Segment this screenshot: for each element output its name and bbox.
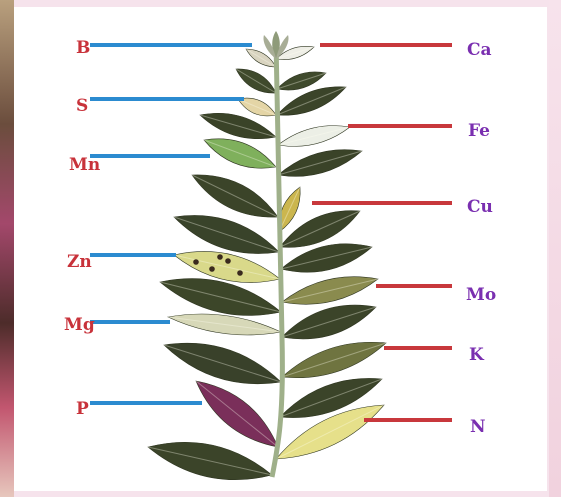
- plant-stem: [272, 42, 282, 477]
- label-ca: Ca: [467, 40, 492, 60]
- background-strip-left: [0, 0, 14, 497]
- leaf-phosphorus-midrib: [196, 381, 278, 447]
- leaf-dark-l3-midrib: [192, 175, 278, 217]
- nutrient-deficiency-diagram: B S Mn Zn Mg P Ca Fe Cu Mo K N: [14, 7, 547, 491]
- zinc-leaf-spot: [193, 259, 199, 265]
- label-zn: Zn: [67, 252, 92, 272]
- label-mn: Mn: [69, 155, 100, 175]
- zinc-leaf-spot: [217, 254, 223, 260]
- label-n: N: [470, 417, 486, 437]
- label-b: B: [76, 38, 90, 58]
- label-fe: Fe: [468, 121, 490, 141]
- label-s: S: [76, 96, 88, 116]
- background-strip-right: [549, 0, 561, 497]
- zinc-leaf-spot: [209, 266, 215, 272]
- label-mg: Mg: [64, 315, 95, 335]
- zinc-leaf-spot: [225, 258, 231, 264]
- label-cu: Cu: [467, 197, 493, 217]
- label-mo: Mo: [466, 285, 496, 305]
- zinc-leaf-spot: [237, 270, 243, 276]
- plant-illustration: [14, 7, 547, 491]
- label-k: K: [469, 345, 484, 365]
- label-p: P: [76, 399, 89, 419]
